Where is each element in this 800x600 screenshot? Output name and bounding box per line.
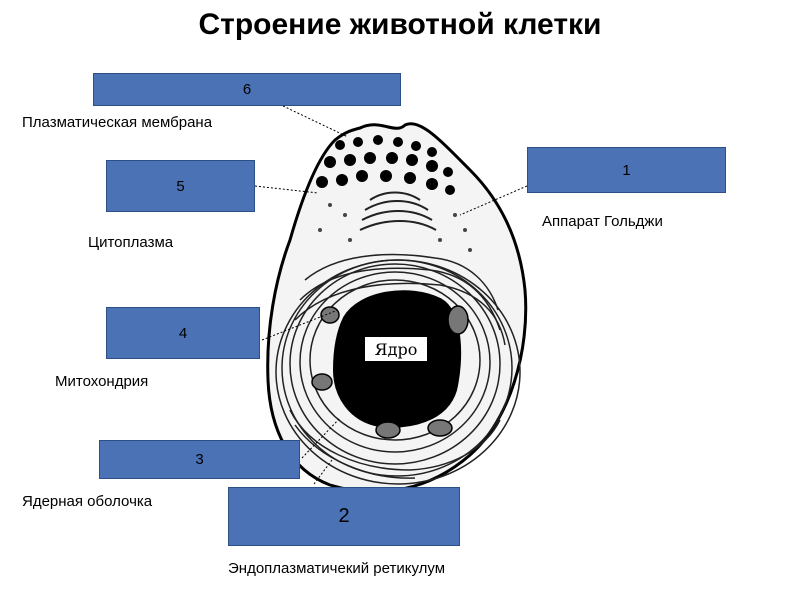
secretory-granules — [316, 135, 455, 195]
er-lines — [275, 253, 521, 485]
label-golgi: Аппарат Гольджи — [542, 213, 663, 230]
label-plasma-membrane: Плазматическая мембрана — [22, 114, 213, 131]
nucleus-label: Ядро — [364, 336, 428, 362]
label-box-3[interactable]: 3 — [99, 440, 300, 479]
label-cytoplasm: Цитоплазма — [88, 234, 174, 251]
page-title: Строение животной клетки — [198, 8, 602, 41]
label-er: Эндоплазматичекий ретикулум — [228, 560, 446, 577]
label-box-1[interactable]: 1 — [527, 147, 726, 193]
mitochondria — [311, 305, 469, 439]
label-box-2[interactable]: 2 — [228, 487, 460, 546]
label-nuclear-envelope: Ядерная оболочка — [22, 493, 153, 510]
label-mitochondria: Митохондрия — [55, 373, 149, 390]
golgi-arcs — [359, 191, 437, 231]
label-box-5[interactable]: 5 — [106, 160, 255, 212]
leader-lines — [254, 105, 528, 485]
label-box-4[interactable]: 4 — [106, 307, 260, 359]
small-vesicles — [318, 203, 472, 252]
label-box-6[interactable]: 6 — [93, 73, 401, 106]
